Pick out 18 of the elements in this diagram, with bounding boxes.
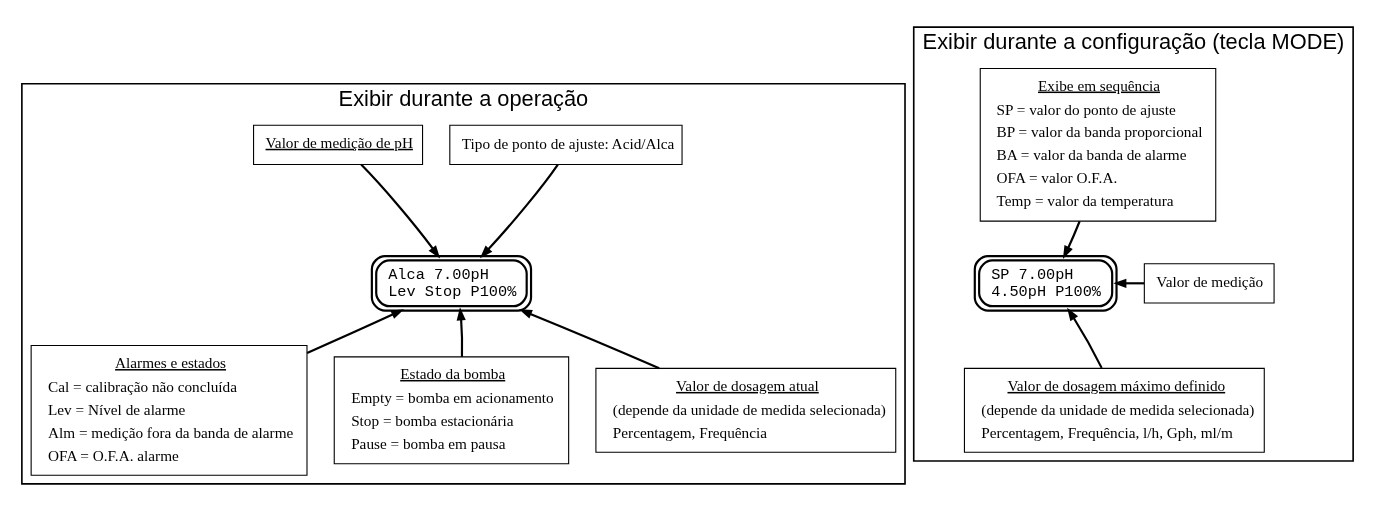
arrow — [1067, 307, 1103, 369]
node-box: Exibe em sequência SP = valor do ponto de ajuste BP = valor da banda proporcional BA = valor da banda de alarme OFA = valor O.F.A. Temp = valor da temperatura — [979, 67, 1217, 222]
node-box: SP 7.00pH 4.50pH P100% — [973, 254, 1118, 312]
arrow — [1113, 278, 1145, 288]
arrow — [456, 307, 466, 357]
node-box: Alarmes e estados Cal = calibração não concluída Lev = Nível de alarme Alm = medição fora da banda de alarme OFA = O.F.A. alarme — [30, 344, 308, 476]
node-box: Alca 7.00pH Lev Stop P100% — [370, 254, 533, 312]
node-box: Tipo de ponto de ajuste: Acid/Alca — [449, 124, 683, 165]
arrow — [479, 163, 559, 259]
node-box: Estado da bomba Empty = bomba em acionamento Stop = bomba estacionária Pause = bomba em pausa — [333, 356, 570, 465]
arrow — [518, 309, 660, 370]
arrow — [360, 163, 441, 259]
node-box: Valor de dosagem máximo definido (depende da unidade de medida selecionada) Percentagem, Frequência, l/h, Gph, ml/m — [963, 367, 1265, 453]
node-box: Valor de medição — [1143, 263, 1275, 304]
arrow — [1062, 220, 1081, 259]
node-box: Valor de medição de pH — [253, 124, 424, 165]
node-box: Valor de dosagem atual (depende da unidade de medida selecionada) Percentagem, Frequência — [595, 367, 897, 453]
arrow — [306, 309, 405, 354]
